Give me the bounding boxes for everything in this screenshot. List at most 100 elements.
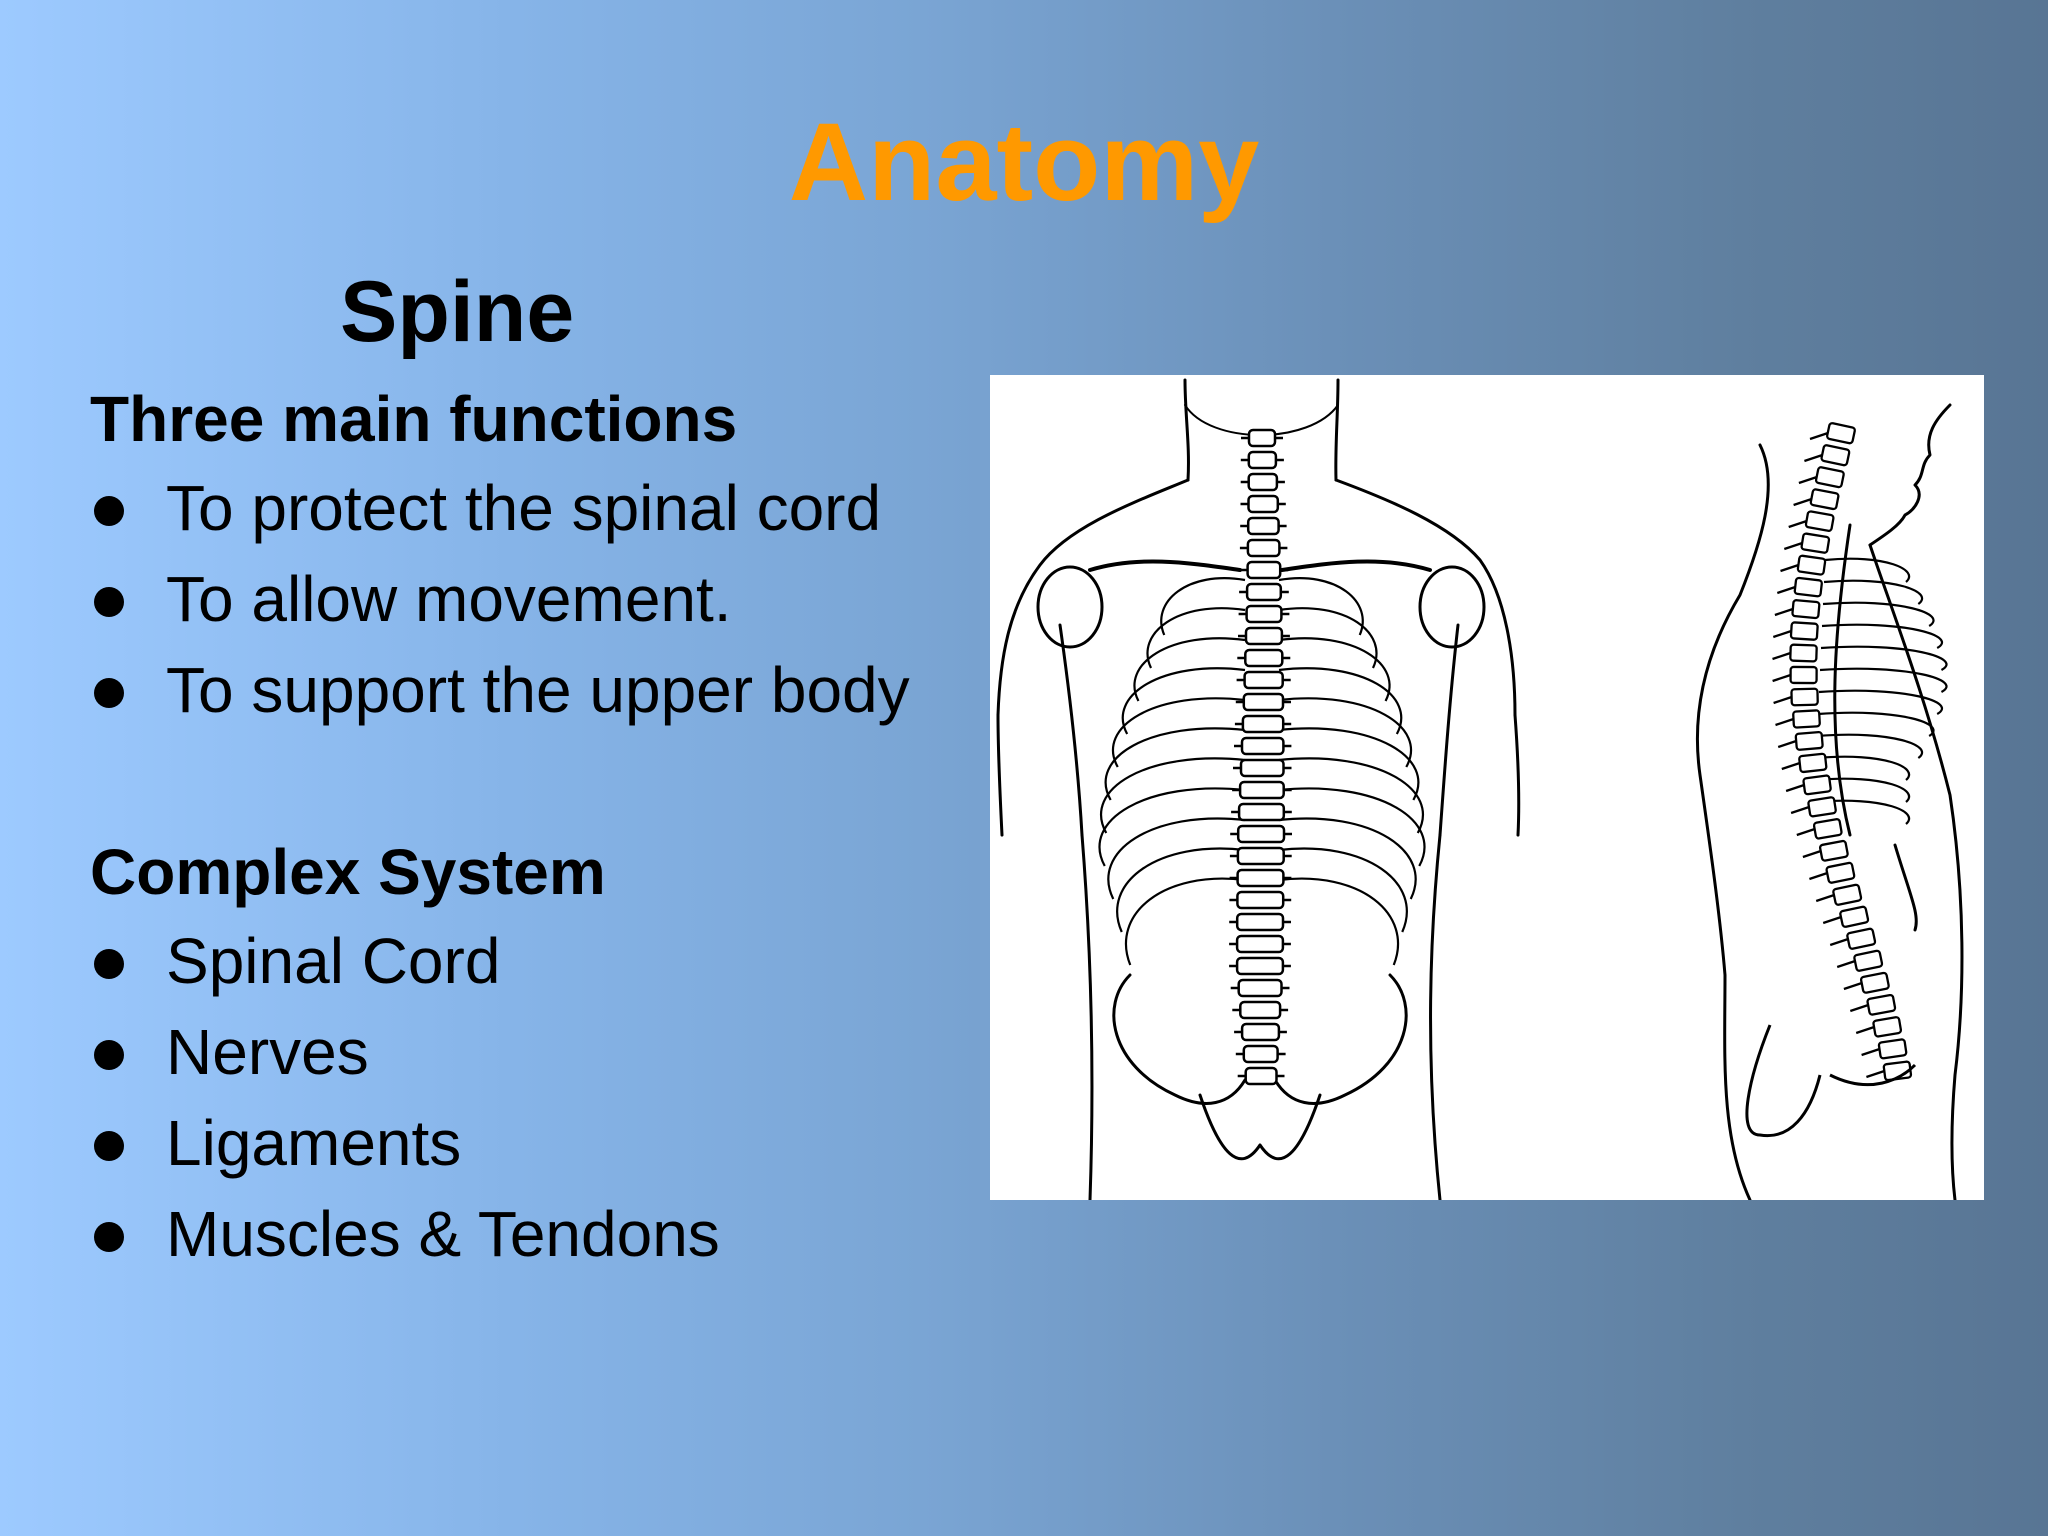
vertebra (1872, 1016, 1903, 1038)
vertebra (1789, 665, 1818, 685)
vertebra (1243, 670, 1284, 690)
vertebra (1242, 1044, 1279, 1064)
vertebra (1820, 444, 1851, 467)
side-ribcage (1813, 557, 1948, 825)
list-item-text: Muscles & Tendons (166, 1198, 720, 1270)
rib (1824, 557, 1911, 583)
vertebra-process (1781, 761, 1801, 771)
vertebra (1859, 971, 1890, 994)
side-spine (1772, 422, 1913, 1082)
vertebra (1240, 736, 1285, 756)
vertebra (1814, 466, 1845, 489)
list-item: To allow movement. (90, 554, 910, 645)
rib (1278, 877, 1400, 966)
slide-subtitle: Spine (340, 264, 575, 360)
vertebra (1812, 818, 1843, 840)
list-item-text: Spinal Cord (166, 925, 501, 997)
vertebra (1237, 802, 1286, 822)
vertebra (1238, 780, 1285, 800)
rib (1116, 847, 1246, 933)
rib (1819, 667, 1948, 693)
vertebra (1240, 1022, 1281, 1042)
list-item-text: To allow movement. (166, 563, 732, 635)
rib (1278, 757, 1424, 834)
vertebra (1242, 692, 1285, 712)
rib (1278, 817, 1417, 900)
vertebra (1790, 687, 1819, 707)
vertebra-process (1790, 805, 1810, 815)
vertebra (1866, 993, 1897, 1016)
vertebra (1239, 758, 1285, 778)
list-item: To support the upper body (90, 645, 910, 736)
vertebra-process (1809, 431, 1829, 441)
vertebra (1798, 752, 1828, 774)
rib (1823, 579, 1924, 605)
side-view-figure (1695, 403, 1964, 1200)
vertebra (1794, 730, 1824, 751)
vertebra-process (1849, 1003, 1869, 1013)
rib (1820, 645, 1948, 671)
vertebra (1244, 1066, 1278, 1086)
rib (1121, 667, 1246, 735)
vertebra (1818, 839, 1849, 862)
vertebra-process (1796, 827, 1816, 837)
rib (1814, 777, 1911, 803)
rib (1160, 577, 1246, 636)
rib (1100, 757, 1246, 834)
rib (1133, 637, 1246, 702)
vertebra (1239, 1000, 1282, 1020)
rib (1278, 667, 1403, 735)
rib (1278, 697, 1413, 768)
vertebra (1235, 934, 1285, 954)
vertebra-process (1785, 783, 1805, 793)
vertebra-process (1772, 629, 1792, 639)
vertebra (1832, 883, 1863, 906)
vertebra (1236, 846, 1285, 866)
list-item: Ligaments (90, 1098, 720, 1189)
vertebra (1245, 604, 1283, 624)
vertebra (1246, 560, 1282, 580)
list-item-text: Nerves (166, 1016, 369, 1088)
front-view-figure (996, 378, 1521, 1200)
vertebra (1793, 576, 1823, 598)
vertebra-process (1829, 937, 1849, 947)
vertebra (1247, 428, 1277, 448)
vertebra (1236, 868, 1285, 888)
vertebra-process (1775, 717, 1794, 727)
rib (1104, 727, 1246, 801)
vertebra-process (1809, 871, 1828, 881)
vertebra (1802, 774, 1832, 796)
rib (1815, 755, 1911, 781)
rib (1278, 637, 1391, 702)
vertebra-process (1855, 1025, 1875, 1035)
rib (1278, 787, 1426, 867)
rib (1146, 607, 1246, 669)
bullet-icon (94, 1040, 124, 1070)
vertebra (1246, 516, 1280, 536)
vertebra-process (1815, 893, 1835, 903)
vertebra-process (1836, 959, 1856, 969)
bullet-icon (94, 678, 124, 708)
list-item: Muscles & Tendons (90, 1189, 720, 1280)
vertebra (1846, 927, 1877, 950)
section-heading-system: Complex System (90, 836, 606, 908)
vertebra-process (1793, 497, 1812, 507)
list-item: Nerves (90, 1007, 720, 1098)
rib (1278, 847, 1408, 933)
vertebra (1247, 494, 1280, 514)
vertebra (1807, 796, 1837, 818)
rib (1813, 799, 1911, 825)
bullet-icon (94, 949, 124, 979)
functions-list: To protect the spinal cord To allow move… (90, 463, 910, 736)
vertebra-process (1861, 1047, 1880, 1057)
rib (1278, 607, 1378, 669)
rib (1111, 697, 1246, 768)
vertebra (1839, 905, 1870, 928)
vertebra (1241, 714, 1285, 734)
rib (1822, 601, 1935, 627)
vertebra (1235, 912, 1285, 932)
vertebra (1236, 824, 1286, 844)
rib (1816, 733, 1924, 759)
vertebra (1877, 1038, 1908, 1060)
bullet-icon (94, 1131, 124, 1161)
